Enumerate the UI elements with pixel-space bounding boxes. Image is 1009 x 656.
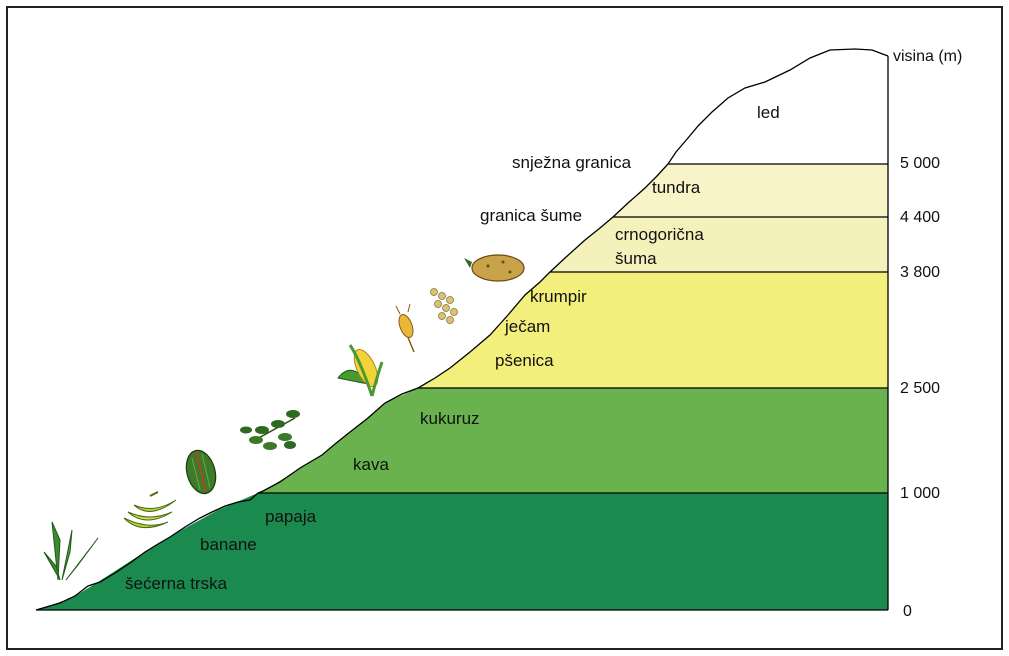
zone-coffee-corn	[258, 388, 888, 493]
label-snow-line: snježna granica	[512, 153, 632, 172]
label-conifer-1: crnogorična	[615, 225, 704, 244]
papaya-icon	[185, 449, 217, 495]
label-psenica: pšenica	[495, 351, 554, 370]
zone-tundra	[613, 164, 888, 217]
label-tundra: tundra	[652, 178, 701, 197]
diagram-frame	[6, 6, 1003, 650]
barley-icon	[430, 288, 458, 324]
tick-label-4400: 4 400	[900, 209, 940, 226]
tick-label-2500: 2 500	[900, 380, 940, 397]
zone-sugarcane-papaya	[36, 493, 888, 610]
zone-conifer-forest	[550, 217, 888, 272]
mountain-slope-outline	[35, 48, 889, 611]
potato-icon	[464, 254, 525, 282]
label-jecam: ječam	[504, 317, 550, 336]
tick-label-1000: 1 000	[900, 485, 940, 502]
coffee-plant-icon	[240, 410, 300, 450]
tick-label-0: 0	[903, 603, 912, 620]
zone-potato-barley-wheat	[418, 272, 888, 388]
label-led: led	[757, 103, 780, 122]
label-papaja: papaja	[265, 507, 317, 526]
label-secerna-trska: šećerna trska	[125, 574, 228, 593]
label-banane: banane	[200, 535, 257, 554]
label-tree-line: granica šume	[480, 206, 582, 225]
axis-unit-label: visina (m)	[893, 48, 962, 65]
label-kukuruz: kukuruz	[420, 409, 480, 428]
label-conifer-2: šuma	[615, 249, 657, 268]
bananas-icon	[123, 491, 177, 529]
sugarcane-icon	[43, 521, 99, 581]
corn-icon	[337, 344, 384, 397]
tick-label-5000: 5 000	[900, 155, 940, 172]
label-krumpir: krumpir	[530, 287, 587, 306]
wheat-icon	[395, 303, 415, 353]
tick-label-3800: 3 800	[900, 264, 940, 281]
label-kava: kava	[353, 455, 389, 474]
